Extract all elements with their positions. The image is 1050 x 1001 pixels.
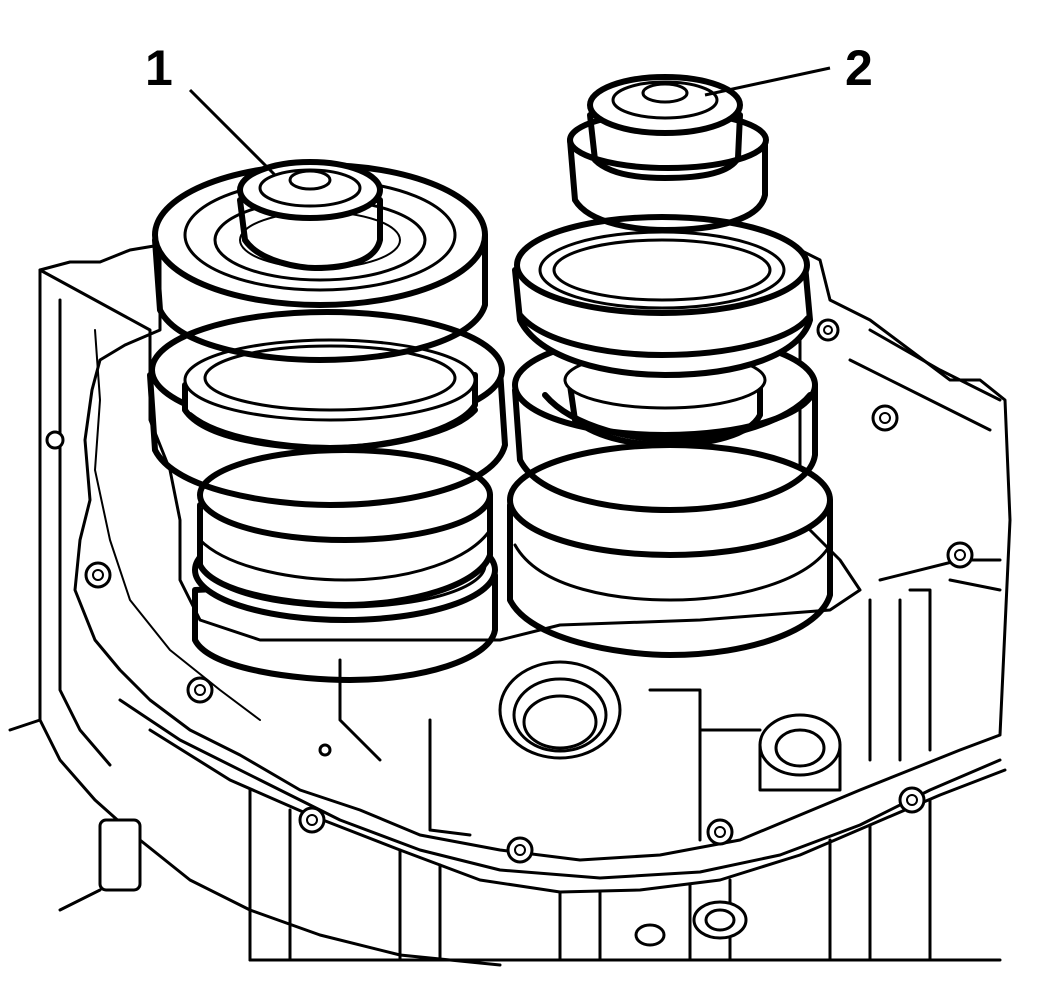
callout-2: 2 [704,40,873,97]
callout-label-2: 2 [845,40,873,96]
callout-1: 1 [145,40,277,177]
leader-line-1 [188,88,277,177]
leader-line-2 [704,66,831,97]
callout-label-1: 1 [145,40,173,96]
case-bolt-holes [45,318,974,864]
output-shaft-gear-stack [507,74,833,658]
transmission-case [8,243,1012,967]
input-shaft-gear-stack [147,159,508,683]
